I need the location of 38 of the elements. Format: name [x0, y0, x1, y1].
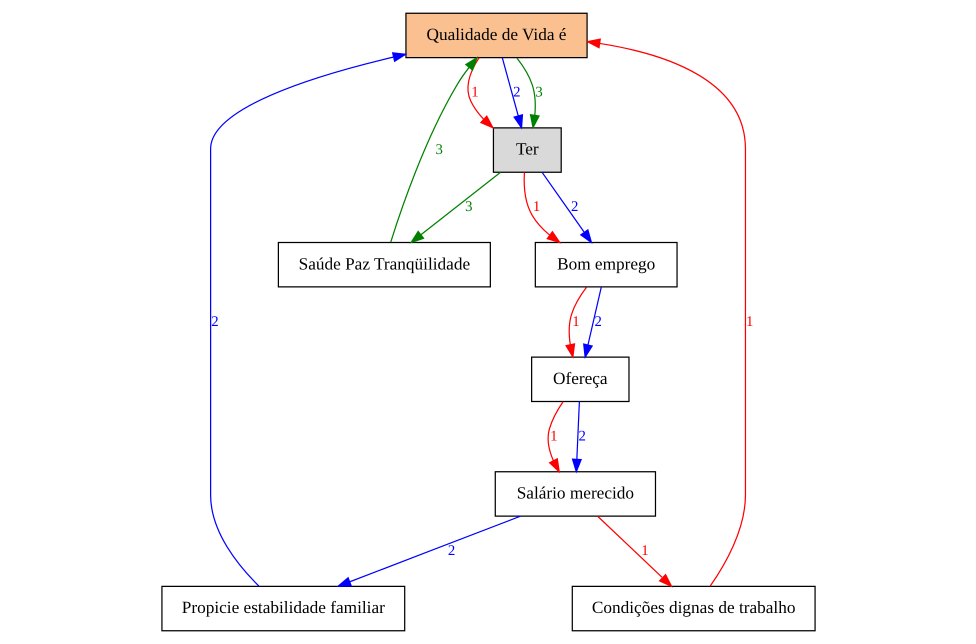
arrow [409, 172, 500, 244]
node-box: Condições dignas de trabalho [571, 586, 816, 632]
node-box: Ter [492, 127, 562, 173]
edge-label: 3 [534, 84, 542, 101]
edge-label: 3 [464, 199, 472, 216]
edge-label: 2 [594, 314, 602, 330]
edge-label: 2 [570, 199, 578, 216]
edge-label: 2 [210, 314, 218, 330]
arrow [209, 52, 407, 587]
node-box: Ofereça [530, 356, 630, 402]
node-box: Saúde Paz Tranqüilidade [277, 242, 490, 288]
arrow [390, 56, 478, 242]
arrow [541, 172, 592, 244]
edge-label: 1 [470, 84, 478, 101]
node-box: Propicie estabilidade familiar [160, 586, 405, 632]
edge-label: 1 [572, 314, 580, 330]
arrow [547, 401, 564, 474]
arrow [582, 286, 602, 359]
node-box: Salário merecido [494, 471, 656, 517]
edge-label: 1 [550, 428, 558, 444]
arrow [516, 58, 540, 130]
edge-label: 1 [532, 199, 540, 216]
arrow [466, 57, 494, 129]
edge-label: 1 [746, 314, 753, 330]
arrow [564, 286, 586, 359]
node-box: Qualidade de Vida é [404, 12, 588, 58]
edge-label: 2 [447, 543, 455, 560]
edge-label: 3 [435, 142, 442, 158]
arrow [501, 58, 523, 130]
edge-label: 2 [578, 428, 586, 444]
arrow [336, 516, 520, 587]
arrow [585, 38, 746, 587]
edge-label: 2 [512, 84, 520, 101]
arrow [596, 516, 672, 588]
arrow [523, 172, 561, 244]
edge-label: 1 [640, 543, 648, 560]
node-box: Bom emprego [534, 242, 678, 288]
arrow [571, 402, 582, 474]
